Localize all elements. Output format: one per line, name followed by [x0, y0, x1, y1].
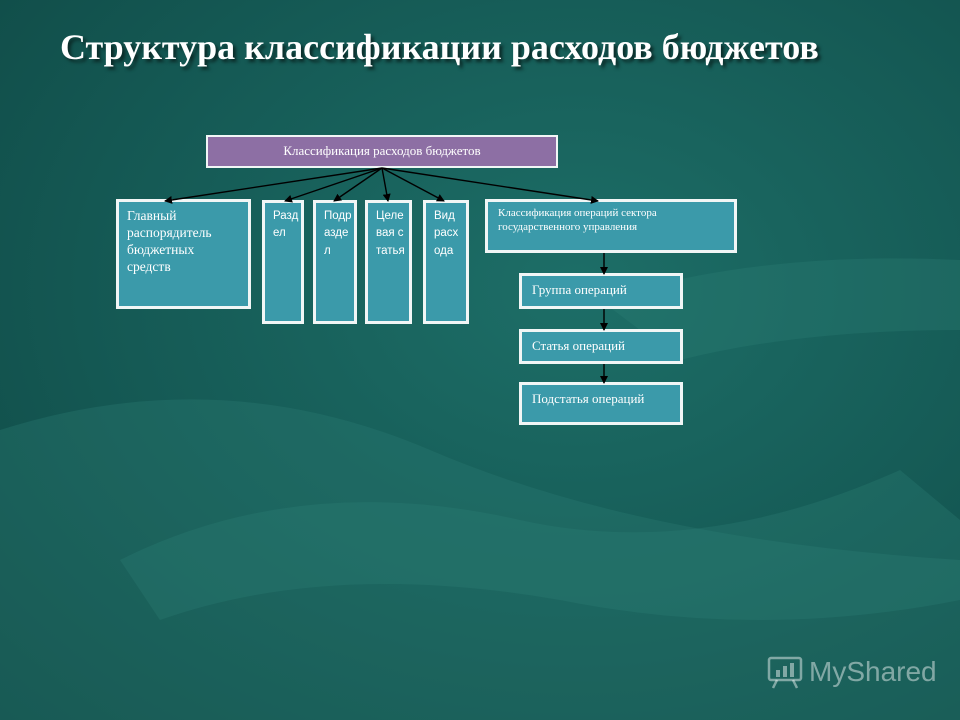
- operations-article-box: Статья операций: [519, 329, 683, 364]
- expense-type-label: Вид расхода: [434, 210, 459, 257]
- sector-operations-label: Классификация операций сектора государст…: [498, 207, 657, 233]
- section-box: Раздел: [262, 200, 304, 324]
- watermark-text: MyShared: [809, 656, 937, 687]
- target-article-box: Целевая статья: [365, 200, 412, 324]
- myshared-watermark: MyShared: [767, 655, 937, 689]
- expense-type-box: Вид расхода: [423, 200, 469, 324]
- presentation-board-icon: [767, 656, 803, 689]
- subsection-label: Подраздел: [324, 210, 352, 257]
- budget-classification-root-box: Классификация расходов бюджетов: [206, 135, 558, 168]
- sector-operations-box: Классификация операций сектора государст…: [485, 199, 737, 253]
- main-manager-box: Главный распорядитель бюджетных средств: [116, 199, 251, 309]
- operations-group-box: Группа операций: [519, 273, 683, 309]
- subsection-box: Подраздел: [313, 200, 357, 324]
- target-article-label: Целевая статья: [376, 210, 405, 257]
- operations-article-label: Статья операций: [532, 338, 625, 353]
- main-manager-label: Главный распорядитель бюджетных средств: [127, 208, 212, 274]
- slide-title: Структура классификации расходов бюджето…: [60, 27, 819, 67]
- operations-subarticle-box: Подстатья операций: [519, 382, 683, 425]
- root-label: Классификация расходов бюджетов: [283, 143, 481, 159]
- operations-group-label: Группа операций: [532, 282, 627, 297]
- section-label: Раздел: [273, 210, 299, 240]
- operations-subarticle-label: Подстатья операций: [532, 391, 645, 406]
